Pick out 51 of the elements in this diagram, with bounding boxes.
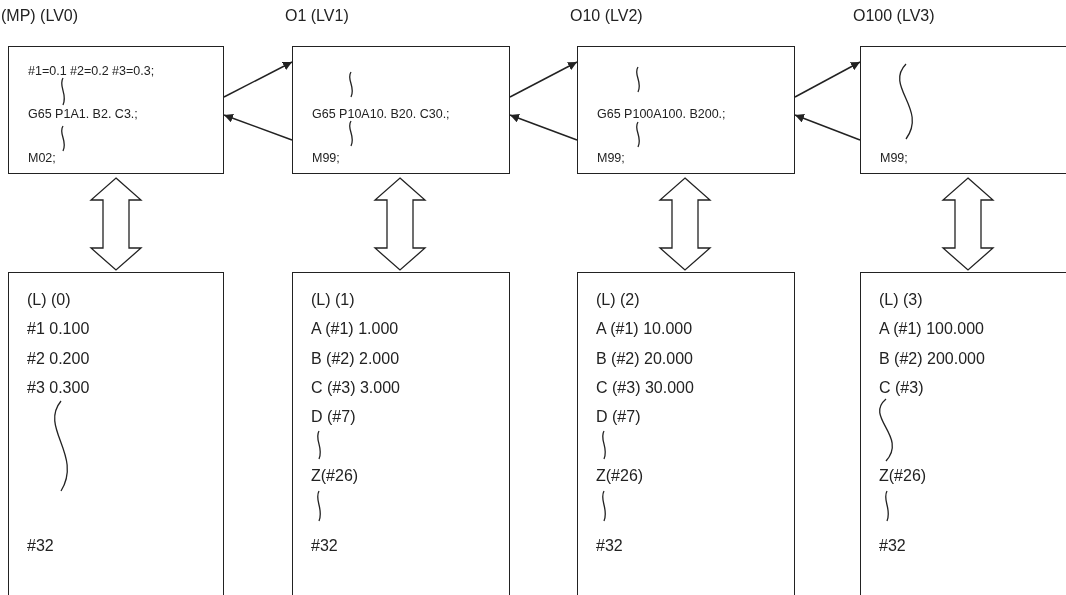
double-block-arrow <box>373 177 427 271</box>
variable-entry: Z(#26) <box>311 467 359 485</box>
variable-entry: A (#1) 100.000 <box>879 320 984 338</box>
variable-entry: #32 <box>879 537 906 555</box>
variable-entry: A (#1) 10.000 <box>596 320 693 338</box>
variable-entry: B (#2) 2.000 <box>311 350 400 368</box>
variable-entry: (L) (1) <box>311 291 355 309</box>
arrow <box>223 61 293 98</box>
arrow <box>794 61 861 98</box>
variable-entry: C (#3) 30.000 <box>596 379 694 397</box>
arrow <box>794 114 861 141</box>
arrow <box>223 113 293 141</box>
code-line: #1=0.1 #2=0.2 #3=0.3; <box>28 64 155 78</box>
variable-entry: #2 0.200 <box>27 350 90 368</box>
variable-entry: C (#3) 3.000 <box>311 379 400 397</box>
variable-entry: #3 0.300 <box>27 379 90 397</box>
variable-entry: #32 <box>311 537 338 555</box>
arrow <box>509 113 578 141</box>
variable-entry: #32 <box>596 537 623 555</box>
variable-entry: B (#2) 20.000 <box>596 350 693 368</box>
arrow <box>509 61 578 98</box>
code-line: G65 P10A10. B20. C30.; <box>312 107 450 121</box>
code-line: G65 P1A1. B2. C3.; <box>28 107 138 121</box>
code-line: M99; <box>312 151 340 165</box>
code-line: M99; <box>597 151 625 165</box>
program-heading: (MP) (LV0) <box>1 7 79 25</box>
variable-entry: (L) (2) <box>596 291 640 309</box>
variable-entry: D (#7) <box>311 408 356 426</box>
variable-box <box>8 272 224 595</box>
program-heading: O1 (LV1) <box>285 7 349 25</box>
variable-box <box>577 272 795 595</box>
code-line: M02; <box>28 151 56 165</box>
variable-entry: #32 <box>27 537 54 555</box>
variable-entry: (L) (3) <box>879 291 923 309</box>
code-line: M99; <box>880 151 908 165</box>
double-block-arrow <box>89 177 143 271</box>
double-block-arrow <box>658 177 712 271</box>
variable-entry: B (#2) 200.000 <box>879 350 985 368</box>
code-line: G65 P100A100. B200.; <box>597 107 726 121</box>
variable-entry: D (#7) <box>596 408 641 426</box>
program-heading: O100 (LV3) <box>853 7 935 25</box>
variable-box <box>292 272 510 595</box>
variable-entry: Z(#26) <box>879 467 927 485</box>
variable-entry: (L) (0) <box>27 291 71 309</box>
variable-entry: C (#3) <box>879 379 924 397</box>
double-block-arrow <box>941 177 995 271</box>
variable-entry: #1 0.100 <box>27 320 90 338</box>
program-heading: O10 (LV2) <box>570 7 643 25</box>
variable-entry: A (#1) 1.000 <box>311 320 399 338</box>
variable-entry: Z(#26) <box>596 467 644 485</box>
variable-box <box>860 272 1066 595</box>
